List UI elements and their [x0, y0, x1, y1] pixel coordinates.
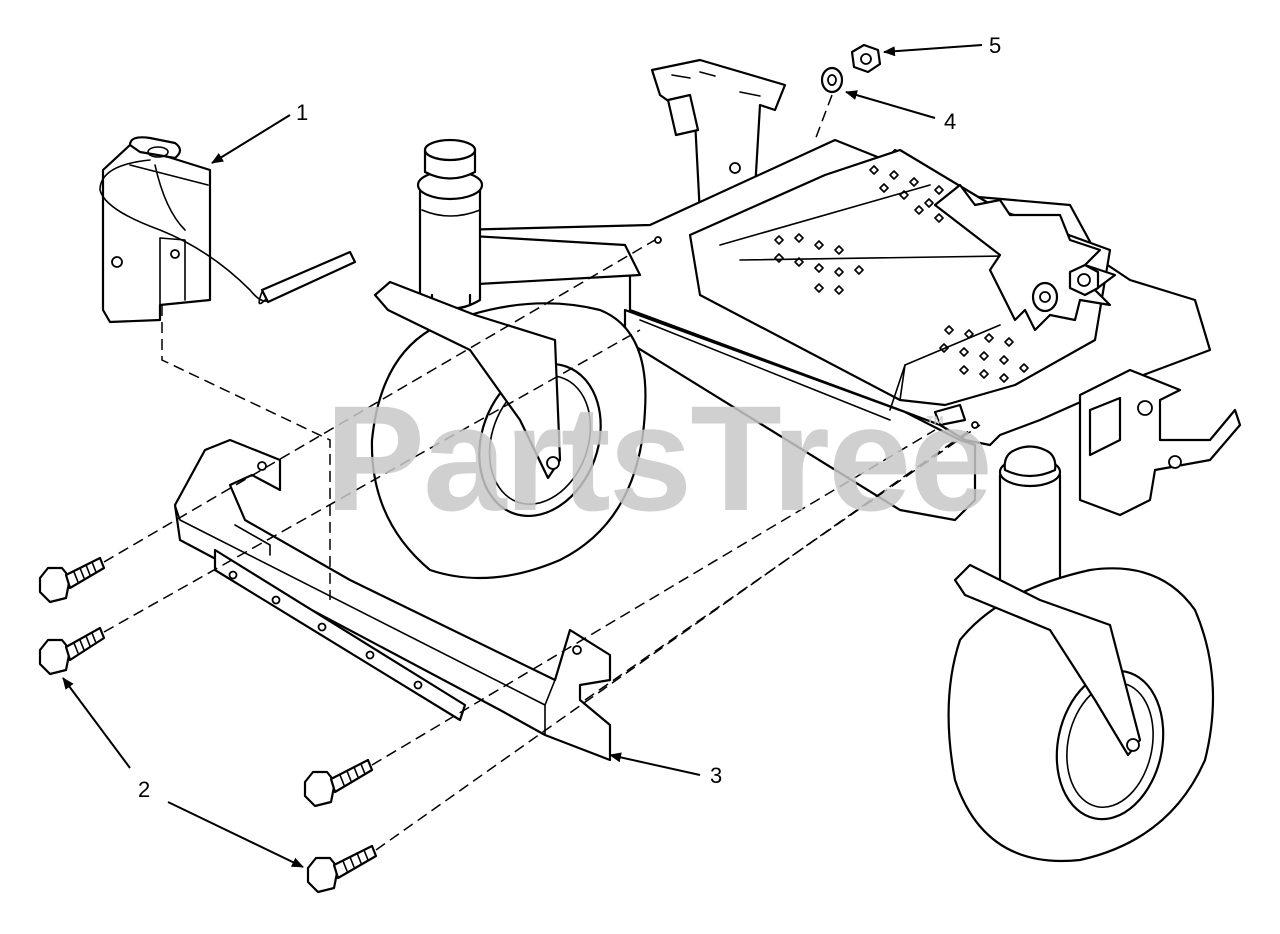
deck-perforations-lower [939, 325, 1029, 383]
left-wheel [370, 280, 647, 580]
right-caster [947, 445, 1215, 863]
watermark-trademark: ™ [925, 413, 945, 435]
dash-washer-to-frame [814, 94, 833, 141]
mower-frame [453, 58, 1242, 522]
part-2-bolt-middle [303, 758, 374, 808]
callout-2: 2 [138, 777, 150, 802]
assembly-dashed-lines [103, 239, 981, 851]
callout-5: 5 [989, 33, 1001, 58]
watermark-text: PartsTree [325, 374, 991, 542]
part-2-bolt-lower-left [38, 626, 106, 676]
part-5-nut [850, 43, 882, 74]
part-3-front-bar [173, 438, 612, 762]
callout-3: 3 [710, 763, 722, 788]
part-4-washer [820, 66, 844, 94]
callout-1: 1 [296, 100, 308, 125]
part-1-weight-pin [99, 136, 357, 324]
part-2-bolt-upper-left [38, 556, 106, 604]
callout-4: 4 [944, 109, 956, 134]
part-2-bolt-bottom [306, 844, 378, 894]
frame-hardware [1031, 263, 1100, 313]
callout-leaders [62, 44, 983, 868]
left-caster-arm [416, 138, 642, 310]
partstree-watermark: PartsTree ™ [325, 374, 993, 542]
